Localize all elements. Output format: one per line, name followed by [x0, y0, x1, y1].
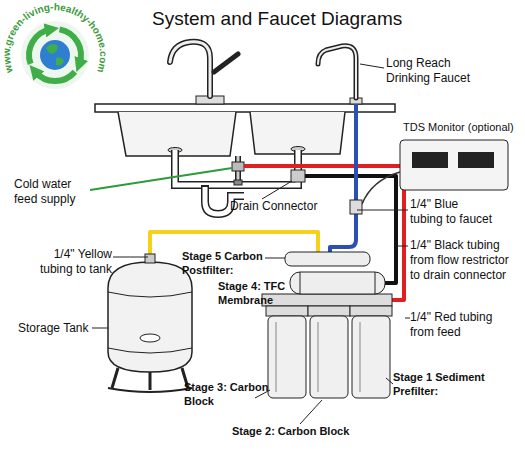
- leader-line: [397, 246, 408, 247]
- leader-line: [386, 378, 393, 384]
- logo-emblem: [21, 21, 89, 89]
- supply-valve: [234, 180, 242, 185]
- drinking-faucet: [318, 46, 356, 98]
- stage-label: Stage 4: TFC Membrane: [218, 280, 293, 308]
- leader-line: [360, 64, 384, 68]
- callout-label: Cold water feed supply: [14, 177, 86, 207]
- watermark-text: www.green-living-healthy-home.com: [1, 1, 109, 75]
- kitchen-sink: [95, 104, 395, 156]
- leader-line: [357, 210, 408, 211]
- tubing-label: 1/4" Red tubing from feed: [410, 310, 506, 340]
- logo-emblem: [35, 72, 75, 81]
- supply-valve: [232, 162, 244, 171]
- diagram-title: System and Faucet Diagrams: [152, 7, 402, 31]
- storage-tank: [140, 334, 160, 342]
- filter-assembly: [352, 316, 390, 398]
- callout-label: Drain Connector: [230, 199, 317, 214]
- filter-assembly: [262, 252, 392, 398]
- logo-emblem: [40, 40, 70, 70]
- sink-faucet: [214, 54, 238, 72]
- feed-leader-line: [90, 168, 232, 190]
- filter-assembly: [268, 316, 306, 398]
- filter-assembly: [300, 272, 375, 294]
- filter-assembly: [285, 252, 370, 266]
- storage-tank: [108, 292, 192, 297]
- stage-label: Stage 5 Carbon Postfilter:: [182, 250, 272, 278]
- filter-assembly: [359, 322, 361, 392]
- tds-monitor: [400, 140, 508, 190]
- tubing-label: 1/4" Yellow tubing to tank: [27, 247, 112, 277]
- leader-line: [265, 258, 285, 259]
- tubing: [150, 104, 404, 300]
- filter-assembly: [317, 322, 319, 392]
- filter-assembly: [290, 272, 385, 294]
- storage-tank: [112, 368, 188, 390]
- drinking-faucet: [318, 46, 356, 98]
- tds-monitor: [458, 152, 494, 168]
- filter-assembly: [275, 322, 277, 392]
- callout-label: TDS Monitor (optional): [403, 121, 514, 135]
- storage-tank: [145, 254, 155, 263]
- tubing-label: 1/4" Blue tubing to faucet: [410, 197, 494, 227]
- sink-faucet: [170, 42, 210, 96]
- leader-line: [300, 400, 322, 424]
- storage-tank: [108, 254, 192, 392]
- filter-assembly: [266, 306, 308, 316]
- leader-line: [113, 257, 148, 258]
- stage-label: Stage 2: Carbon Block: [232, 425, 349, 439]
- blue-tubing: [330, 104, 356, 252]
- filter-assembly: [350, 306, 392, 316]
- kitchen-sink: [118, 112, 236, 156]
- storage-tank: [108, 388, 192, 392]
- black-tubing: [305, 176, 396, 283]
- kitchen-sink: [250, 112, 345, 154]
- tds-monitor: [362, 172, 400, 204]
- logo-emblem: [46, 44, 64, 66]
- filter-assembly: [308, 306, 350, 316]
- callout-label: Long Reach Drinking Faucet: [386, 56, 481, 86]
- storage-tank: [108, 262, 192, 372]
- stage-label: Stage 1 Sediment Prefilter:: [393, 371, 495, 399]
- sink-faucet: [170, 42, 238, 104]
- drain-saddle: [291, 170, 305, 182]
- callout-label: Storage Tank: [18, 321, 89, 336]
- stage-label: Stage 3: Carbon Block: [184, 381, 274, 409]
- leader-line: [92, 328, 108, 329]
- leader-line: [262, 181, 292, 199]
- filter-assembly: [310, 316, 348, 398]
- leader-line: [405, 318, 410, 319]
- kitchen-sink: [95, 104, 395, 112]
- drain-saddle: [291, 170, 305, 182]
- drinking-faucet: [318, 46, 362, 104]
- storage-tank: [108, 348, 192, 353]
- tds-monitor: [412, 152, 448, 168]
- leader-line: [92, 64, 410, 424]
- supply-valve: [232, 156, 244, 185]
- sink-faucet: [170, 42, 210, 96]
- watermark-text: www.green-living-healthy-home.com: [1, 1, 109, 75]
- tds-monitor: [350, 200, 362, 214]
- watermark-group: www.green-living-healthy-home.com: [1, 1, 109, 75]
- tubing-label: 1/4" Black tubing from flow restrictor t…: [410, 238, 516, 283]
- filter-assembly: [262, 294, 392, 306]
